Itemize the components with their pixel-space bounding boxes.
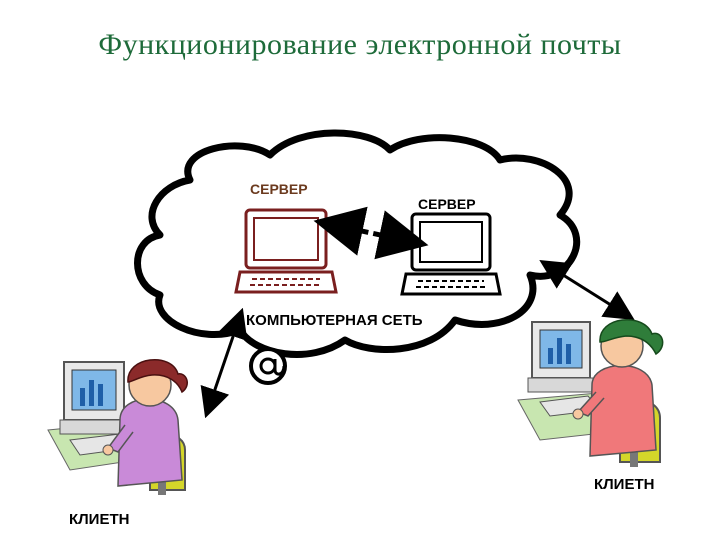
client-left-arrow bbox=[200, 307, 248, 419]
client-right-figure bbox=[517, 319, 664, 467]
server-right-label: СЕРВЕР bbox=[418, 196, 476, 212]
client-right-label: КЛИЕТН bbox=[594, 476, 654, 493]
network-label: КОМПЬЮТЕРНАЯ СЕТЬ bbox=[246, 312, 423, 329]
client-right-arrow bbox=[539, 260, 635, 320]
server-left-label: СЕРВЕР bbox=[250, 181, 308, 197]
at-sign-icon bbox=[249, 347, 287, 385]
client-left-label: КЛИЕТН bbox=[69, 511, 129, 528]
client-left-figure bbox=[47, 359, 188, 495]
server-right-laptop bbox=[400, 212, 502, 296]
server-left-laptop bbox=[234, 208, 338, 294]
page-title: Функционирование электронной почты bbox=[98, 28, 622, 61]
